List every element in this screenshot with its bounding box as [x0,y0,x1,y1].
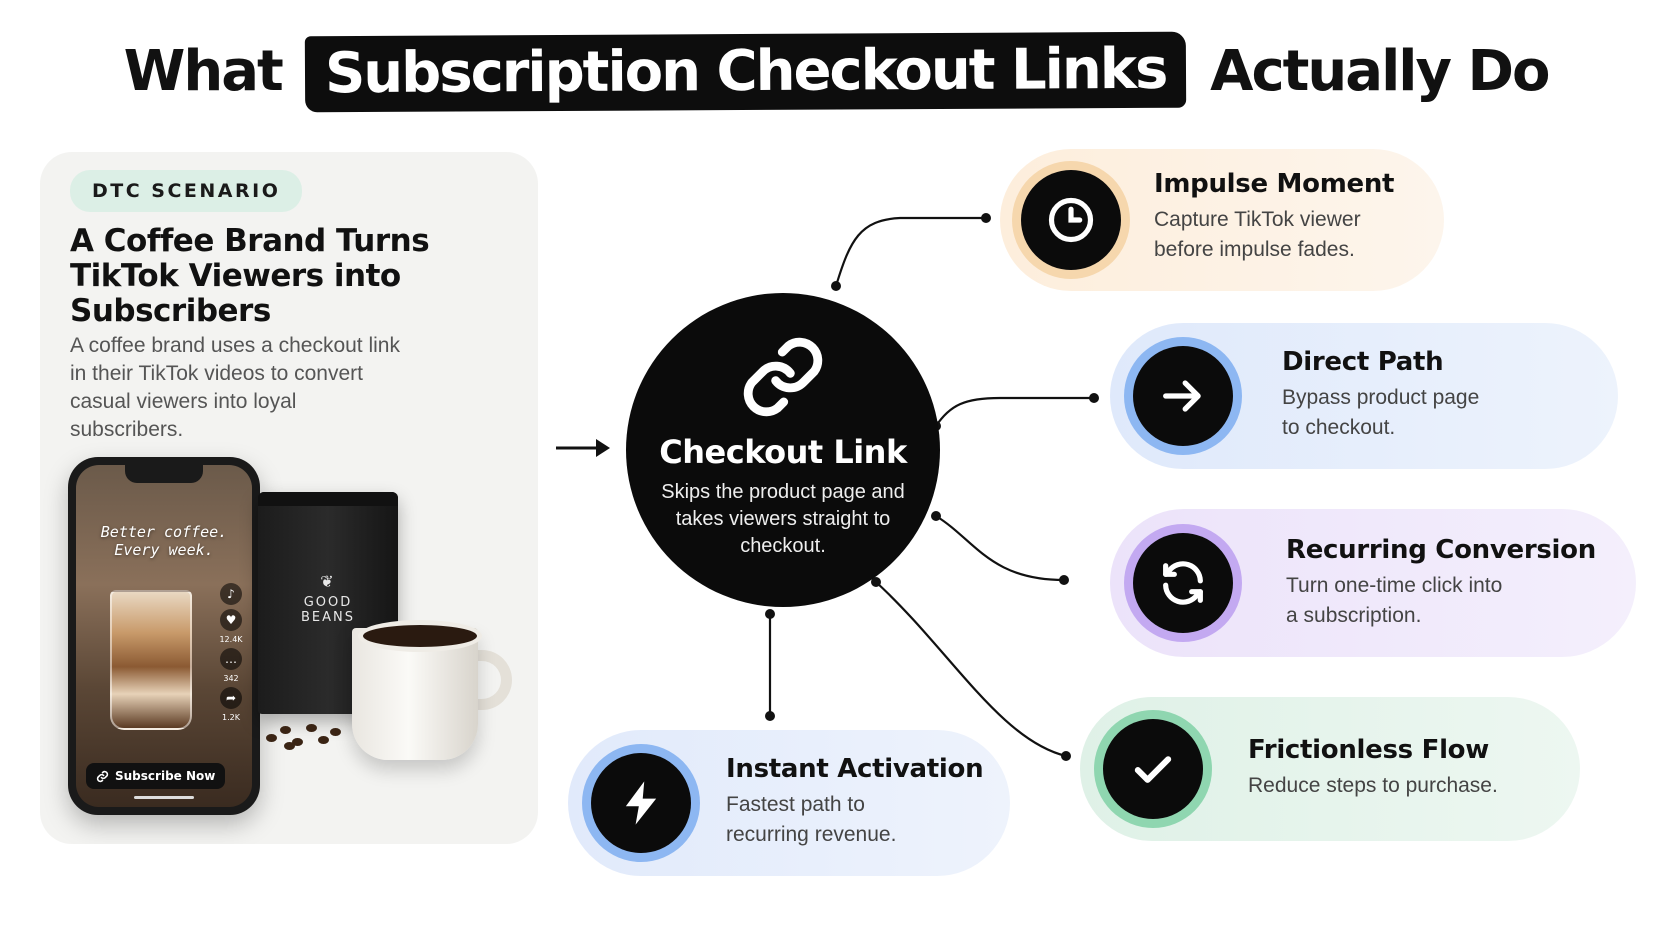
comments-count: 342 [223,674,239,683]
likes-count: 12.4K [219,635,243,644]
scenario-badge: DTC SCENARIO [70,170,303,212]
scenario-heading: A Coffee Brand Turns TikTok Viewers into… [70,223,430,329]
shares-count: 1.2K [222,713,240,722]
arrow-right-icon [1163,380,1201,412]
impulse-icon-ring [1012,161,1130,279]
coffee-mug [352,620,482,760]
heart-icon[interactable]: ♥ [220,609,242,631]
check-icon [1134,756,1172,783]
recurring-title: Recurring Conversion [1286,535,1596,565]
scenario-description: A coffee brand uses a checkout link in t… [70,334,400,441]
bag-label-line1: GOOD [303,595,353,610]
hub-title: Checkout Link [659,433,907,471]
frictionless-title: Frictionless Flow [1248,735,1489,765]
phone-notch [125,465,203,483]
arrow-right-icon [556,439,610,457]
subscribe-now-button[interactable]: Subscribe Now [86,763,226,789]
refresh-icon [1163,561,1203,605]
impulse-description: Capture TikTok viewer before impulse fad… [1154,208,1361,261]
tiktok-icon[interactable]: ♪ [220,583,242,605]
page-title: What Subscription Checkout Links Actuall… [0,31,1672,113]
scenario-card: DTC SCENARIO A Coffee Brand Turns TikTok… [40,152,538,844]
phone-caption-line2: Every week. [114,541,214,559]
title-prefix: What [123,39,284,104]
bag-logo: ❦ GOOD BEANS [258,572,398,626]
checkout-link-hub: Checkout Link Skips the product page and… [626,293,940,607]
instant-description: Fastest path to recurring revenue. [726,793,897,846]
direct-icon-ring [1124,337,1242,455]
leaf-icon: ❦ [320,572,336,591]
link-icon [743,337,823,417]
coffee-beans [262,712,352,752]
frictionless-icon-ring [1094,710,1212,828]
frictionless-description: Reduce steps to purchase. [1248,774,1498,797]
link-icon [96,770,109,782]
recurring-description: Turn one-time click into a subscription. [1286,574,1503,627]
share-icon[interactable]: ➦ [220,687,242,709]
recurring-icon-ring [1124,524,1242,642]
impulse-title: Impulse Moment [1154,169,1395,199]
direct-title: Direct Path [1282,347,1444,377]
phone-mockup: Better coffee. Every week. ♪ ♥ 12.4K … 3… [68,457,260,815]
comment-icon[interactable]: … [220,648,242,670]
clock-icon [1048,197,1094,243]
feature-impulse-moment: Impulse Moment Capture TikTok viewer bef… [1000,149,1444,291]
tiktok-actions: ♪ ♥ 12.4K … 342 ➦ 1.2K [218,583,244,722]
iced-coffee-image [110,590,192,730]
phone-caption-line1: Better coffee. [100,523,228,541]
feature-frictionless-flow: Frictionless Flow Reduce steps to purcha… [1080,697,1580,841]
bag-label-line2: BEANS [300,610,355,625]
phone-caption: Better coffee. Every week. [76,523,252,559]
title-suffix: Actually Do [1210,39,1550,104]
lightning-icon [625,781,657,825]
subscribe-now-label: Subscribe Now [115,769,216,783]
mug-handle [466,650,512,710]
direct-description: Bypass product page to checkout. [1282,386,1480,439]
phone-screen: Better coffee. Every week. ♪ ♥ 12.4K … 3… [76,465,252,807]
hub-description: Skips the product page and takes viewers… [661,481,905,557]
home-indicator [134,796,194,799]
instant-title: Instant Activation [726,754,984,784]
feature-recurring-conversion: Recurring Conversion Turn one-time click… [1110,509,1636,657]
feature-direct-path: Direct Path Bypass product page to check… [1110,323,1618,469]
instant-icon-ring [582,744,700,862]
feature-instant-activation: Instant Activation Fastest path to recur… [568,730,1010,876]
